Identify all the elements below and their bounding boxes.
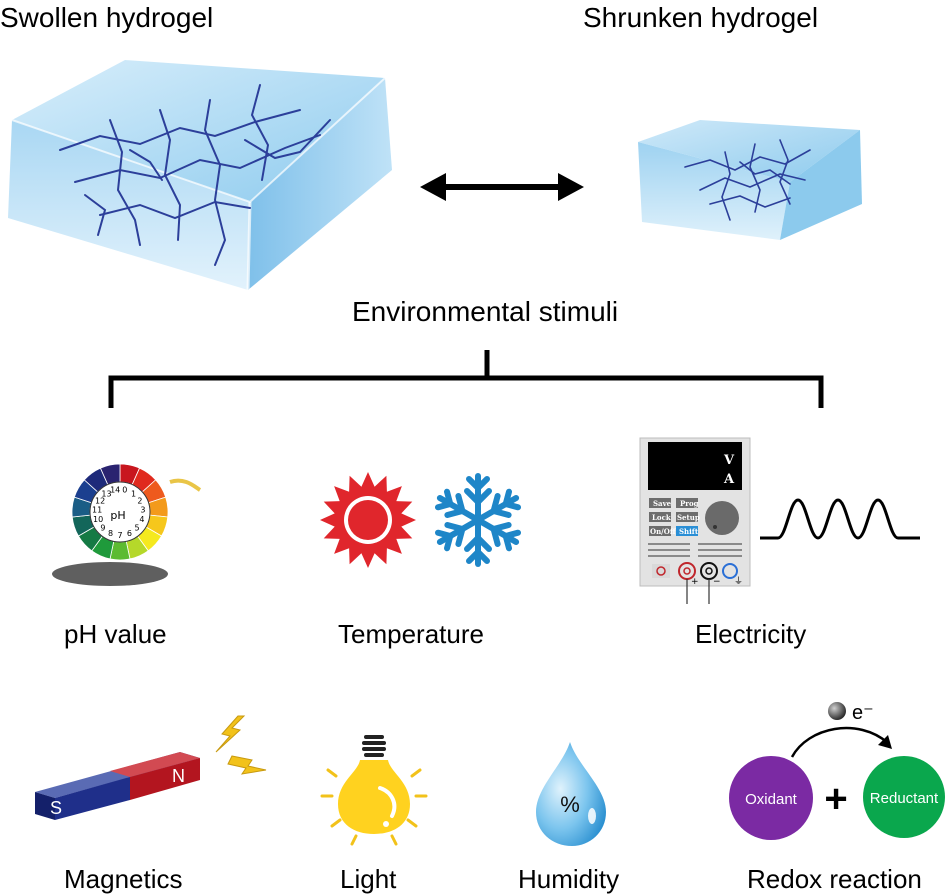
electricity-label: Electricity bbox=[695, 619, 807, 649]
snowflake-arm bbox=[475, 488, 522, 523]
swollen-hydrogel-title: Swollen hydrogel bbox=[0, 2, 214, 33]
reductant-label: Reductant bbox=[870, 790, 939, 807]
shift-button-label: Shift bbox=[679, 527, 699, 536]
ph-wheel-number: 14 bbox=[110, 486, 120, 495]
redox-reaction-diagram: e⁻ Oxidant + Reductant bbox=[729, 702, 945, 840]
redox-plus-sign: + bbox=[824, 777, 847, 821]
snowflake-arm bbox=[434, 517, 481, 552]
reductant-circle bbox=[863, 756, 945, 838]
shrunken-hydrogel-illustration bbox=[638, 120, 862, 240]
redox-reaction-label: Redox reaction bbox=[747, 864, 922, 894]
ph-wheel-number: 4 bbox=[139, 515, 144, 524]
electron-icon bbox=[828, 702, 846, 720]
minus-terminal-label: − bbox=[713, 577, 721, 587]
snowflake-arm bbox=[475, 517, 522, 552]
ph-wheel-number: 0 bbox=[122, 486, 127, 495]
prog-button[interactable] bbox=[676, 498, 698, 508]
stimuli-bracket bbox=[108, 350, 824, 408]
on-off-button-label: On/Off bbox=[650, 527, 677, 536]
adjust-knob[interactable] bbox=[705, 501, 739, 535]
shift-button[interactable] bbox=[676, 526, 698, 536]
ph-wheel-number: 7 bbox=[117, 531, 122, 540]
temperature-label: Temperature bbox=[338, 619, 484, 649]
bar-magnet-icon: S N bbox=[35, 715, 267, 820]
lock-button-label: Lock bbox=[652, 513, 671, 522]
ph-wheel-number: 5 bbox=[135, 523, 140, 532]
plus-terminal-label: + bbox=[691, 577, 699, 587]
electron-label: e⁻ bbox=[852, 702, 874, 724]
power-supply-icon: V A Save Prog Lock Setup On/Off Shift + … bbox=[639, 437, 751, 604]
water-drop-icon: % bbox=[536, 742, 606, 846]
humidity-label: Humidity bbox=[518, 864, 620, 894]
ph-wheel-number: 11 bbox=[92, 506, 102, 515]
ph-wheel-number: 6 bbox=[127, 529, 132, 538]
light-label: Light bbox=[340, 864, 397, 894]
ground-terminal-label: ⏚ bbox=[734, 576, 743, 587]
spark-icon bbox=[215, 715, 246, 753]
setup-button[interactable] bbox=[676, 512, 698, 522]
display-v-label: V bbox=[723, 453, 735, 468]
prog-button-label: Prog bbox=[680, 499, 699, 508]
swollen-hydrogel-illustration bbox=[8, 60, 392, 291]
setup-button-label: Setup bbox=[677, 513, 700, 522]
ph-wheel-number: 2 bbox=[137, 497, 142, 506]
ph-wheel-number: 9 bbox=[100, 523, 105, 532]
sun-icon bbox=[320, 472, 416, 568]
environmental-stimuli-title: Environmental stimuli bbox=[352, 296, 619, 327]
save-button-label: Save bbox=[653, 499, 672, 508]
ph-wheel-number: 1 bbox=[131, 489, 136, 498]
snowflake-arm bbox=[434, 488, 481, 523]
double-arrow-icon bbox=[420, 173, 584, 201]
waveform-icon bbox=[760, 498, 920, 540]
oxidant-label: Oxidant bbox=[745, 791, 798, 808]
ph-wheel-number: 12 bbox=[95, 497, 105, 506]
light-bulb-icon bbox=[320, 735, 428, 846]
power-button-icon[interactable] bbox=[652, 564, 670, 578]
spark-icon bbox=[227, 755, 267, 775]
ph-wheel-number: 10 bbox=[93, 515, 103, 524]
magnet-south-label: S bbox=[50, 798, 62, 818]
snowflake-icon bbox=[434, 473, 522, 567]
magnet-north-label: N bbox=[172, 766, 185, 786]
snowflake-arm bbox=[464, 473, 492, 523]
ph-wheel-number: 13 bbox=[101, 489, 111, 498]
ph-wheel-number: 3 bbox=[140, 506, 145, 515]
ground-terminal[interactable] bbox=[722, 563, 738, 579]
ph-wheel-number: 8 bbox=[108, 529, 113, 538]
on-off-button[interactable] bbox=[649, 526, 671, 536]
oxidant-circle bbox=[729, 756, 813, 840]
display-a-label: A bbox=[723, 472, 735, 487]
shrunken-hydrogel-title: Shrunken hydrogel bbox=[583, 2, 819, 33]
ph-value-label: pH value bbox=[64, 619, 167, 649]
ph-wheel-label: pH bbox=[110, 509, 125, 522]
humidity-percent-symbol: % bbox=[560, 792, 580, 817]
magnetics-label: Magnetics bbox=[64, 864, 183, 894]
save-button[interactable] bbox=[649, 498, 671, 508]
snowflake-arm bbox=[464, 517, 492, 567]
lock-button[interactable] bbox=[649, 512, 671, 522]
